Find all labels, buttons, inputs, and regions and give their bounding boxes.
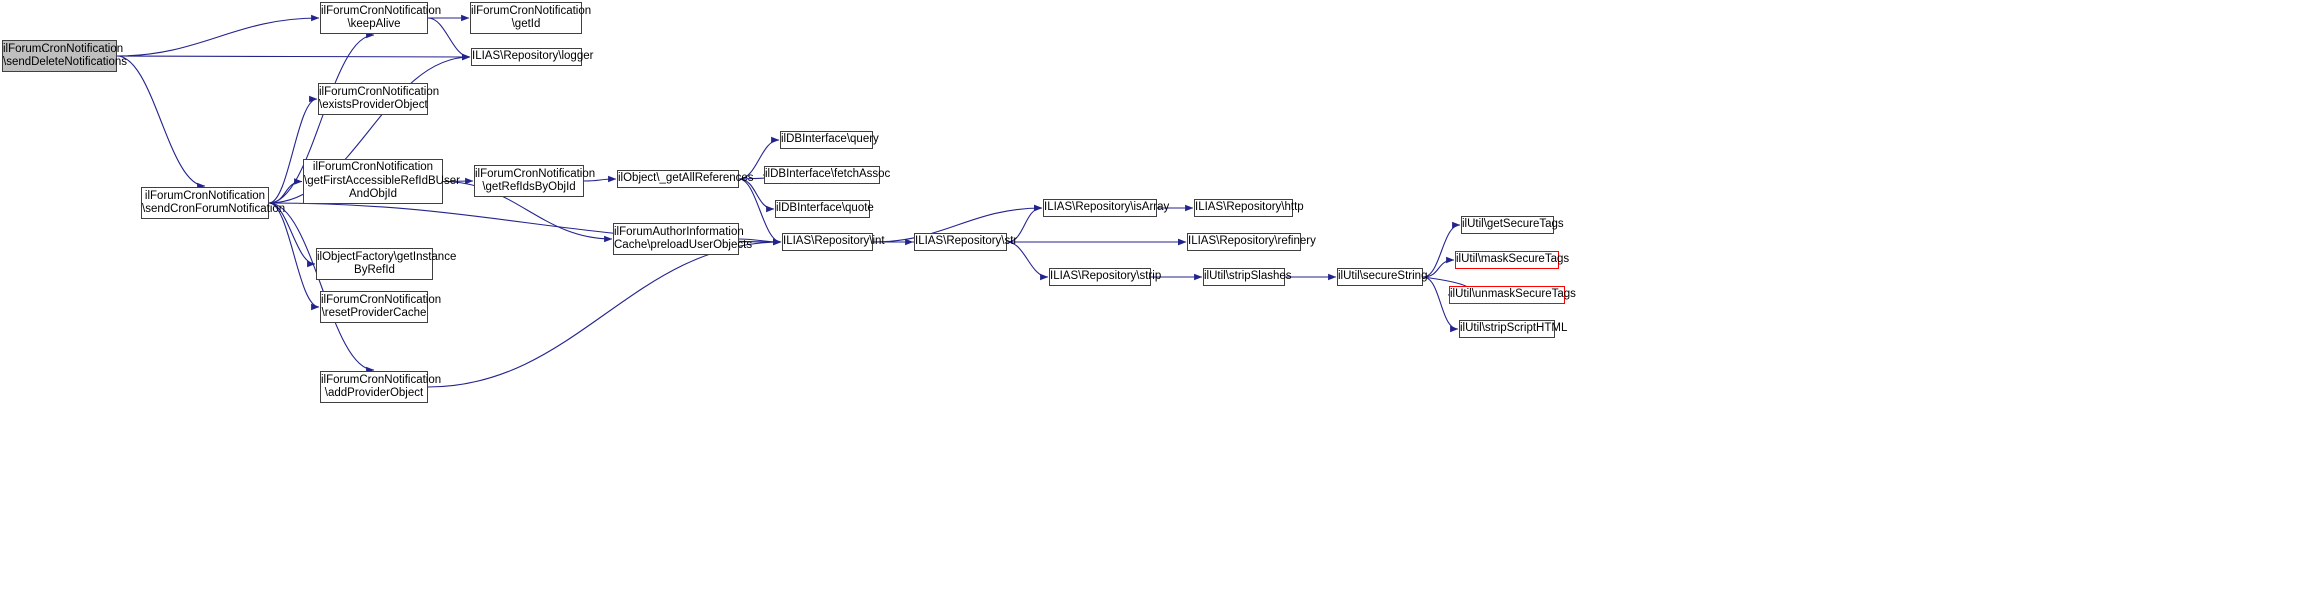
graph-node-int[interactable]: ILIAS\Repository\int bbox=[782, 233, 885, 251]
graph-node-label: ilForumCronNotification \existsProviderO… bbox=[319, 85, 440, 112]
graph-node-sendDeleteNotifications[interactable]: ilForumCronNotification \sendDeleteNotif… bbox=[2, 40, 128, 72]
graph-node-getAllReferences[interactable]: ilObject\_getAllReferences bbox=[617, 170, 754, 188]
graph-node-keepAlive[interactable]: ilForumCronNotification \keepAlive bbox=[320, 2, 442, 34]
graph-edge-getFirstAccessibleRefIdBUserAndObjId-to-preloadUserObjects bbox=[442, 180, 613, 243]
graph-edge-secureString-to-maskSecureTags bbox=[1422, 256, 1455, 278]
graph-edge-sendCronForumNotification-to-resetProviderCache bbox=[268, 202, 320, 311]
graph-edge-int-to-isArray bbox=[872, 204, 1043, 243]
graph-node-label: ilForumCronNotification \getFirstAccessi… bbox=[304, 161, 460, 201]
graph-node-quote[interactable]: ilDBInterface\quote bbox=[775, 200, 874, 218]
graph-node-isArray[interactable]: ILIAS\Repository\isArray bbox=[1043, 199, 1170, 217]
graph-edge-str-to-isArray bbox=[1006, 204, 1043, 243]
graph-edge-sendCronForumNotification-to-existsProviderObject bbox=[268, 95, 318, 204]
graph-node-getFirstAccessibleRefIdBUserAndObjId[interactable]: ilForumCronNotification \getFirstAccessi… bbox=[303, 159, 460, 204]
graph-node-existsProviderObject[interactable]: ilForumCronNotification \existsProviderO… bbox=[318, 83, 440, 115]
graph-node-label: ilForumCronNotification \getRefIdsByObjI… bbox=[475, 167, 596, 194]
graph-node-stripScriptHTML[interactable]: ilUtil\stripScriptHTML bbox=[1459, 320, 1568, 338]
graph-node-query[interactable]: ilDBInterface\query bbox=[780, 131, 879, 149]
graph-node-label: ilForumCronNotification \sendDeleteNotif… bbox=[3, 42, 128, 69]
graph-node-label: ilForumCronNotification \sendCronForumNo… bbox=[142, 189, 286, 216]
graph-node-label: ilUtil\stripSlashes bbox=[1204, 270, 1292, 283]
graph-edge-str-to-strip bbox=[1006, 241, 1049, 281]
graph-edge-sendCronForumNotification-to-keepAlive bbox=[268, 31, 375, 204]
graph-node-label: ilUtil\maskSecureTags bbox=[1456, 253, 1570, 266]
graph-node-str[interactable]: ILIAS\Repository\str bbox=[914, 233, 1018, 251]
graph-node-sendCronForumNotification[interactable]: ilForumCronNotification \sendCronForumNo… bbox=[141, 187, 286, 219]
graph-node-label: ILIAS\Repository\strip bbox=[1050, 270, 1162, 283]
graph-node-strip[interactable]: ILIAS\Repository\strip bbox=[1049, 268, 1162, 286]
graph-edge-addProviderObject-to-int bbox=[427, 238, 782, 388]
graph-node-http[interactable]: ILIAS\Repository\http bbox=[1194, 199, 1304, 217]
graph-node-logger[interactable]: ILIAS\Repository\logger bbox=[471, 48, 594, 66]
graph-node-label: ilUtil\stripScriptHTML bbox=[1460, 322, 1568, 335]
graph-node-fetchAssoc[interactable]: ilDBInterface\fetchAssoc bbox=[764, 166, 891, 184]
graph-node-label: ILIAS\Repository\refinery bbox=[1188, 235, 1316, 248]
graph-node-label: ilUtil\unmaskSecureTags bbox=[1450, 288, 1576, 301]
graph-node-label: ilObject\_getAllReferences bbox=[618, 172, 754, 185]
graph-node-label: ILIAS\Repository\str bbox=[915, 235, 1018, 248]
graph-edge-sendDeleteNotifications-to-sendCronForumNotification bbox=[116, 55, 206, 190]
graph-node-label: ILIAS\Repository\int bbox=[783, 235, 885, 248]
graph-edge-secureString-to-getSecureTags bbox=[1422, 221, 1461, 278]
graph-node-label: ilForumAuthorInformation Cache\preloadUs… bbox=[614, 225, 753, 252]
graph-node-label: ilDBInterface\query bbox=[781, 133, 879, 146]
graph-edge-secureString-to-stripScriptHTML bbox=[1422, 276, 1459, 333]
graph-node-label: ilForumCronNotification \getId bbox=[471, 4, 592, 31]
graph-node-resetProviderCache[interactable]: ilForumCronNotification \resetProviderCa… bbox=[320, 291, 442, 323]
graph-node-refinery[interactable]: ILIAS\Repository\refinery bbox=[1187, 233, 1316, 251]
graph-node-getRefIdsByObjId[interactable]: ilForumCronNotification \getRefIdsByObjI… bbox=[474, 165, 596, 197]
graph-edge-getAllReferences-to-query bbox=[738, 136, 780, 180]
graph-node-getId[interactable]: ilForumCronNotification \getId bbox=[470, 2, 592, 34]
graph-node-addProviderObject[interactable]: ilForumCronNotification \addProviderObje… bbox=[320, 371, 442, 403]
graph-edge-sendCronForumNotification-to-getFirstAccessibleRefIdBUserAndObjId bbox=[268, 178, 303, 204]
graph-node-label: ilObjectFactory\getInstance ByRefId bbox=[317, 250, 457, 277]
graph-edge-sendDeleteNotifications-to-keepAlive bbox=[116, 14, 320, 57]
graph-edge-sendCronForumNotification-to-logger bbox=[268, 53, 471, 204]
graph-edge-keepAlive-to-logger bbox=[427, 17, 471, 61]
graph-node-stripSlashes[interactable]: ilUtil\stripSlashes bbox=[1203, 268, 1292, 286]
graph-node-label: ilForumCronNotification \resetProviderCa… bbox=[321, 293, 442, 320]
graph-node-label: ilDBInterface\fetchAssoc bbox=[765, 168, 891, 181]
graph-node-label: ILIAS\Repository\logger bbox=[472, 50, 594, 63]
graph-node-label: ilForumCronNotification \addProviderObje… bbox=[321, 373, 442, 400]
graph-node-label: ilUtil\getSecureTags bbox=[1462, 218, 1564, 231]
graph-edge-sendCronForumNotification-to-addProviderObject bbox=[268, 202, 375, 374]
graph-node-getInstanceByRefId[interactable]: ilObjectFactory\getInstance ByRefId bbox=[316, 248, 457, 280]
graph-node-getSecureTags[interactable]: ilUtil\getSecureTags bbox=[1461, 216, 1564, 234]
graph-node-unmaskSecureTags[interactable]: ilUtil\unmaskSecureTags bbox=[1449, 286, 1576, 304]
graph-node-label: ilDBInterface\quote bbox=[776, 202, 874, 215]
graph-node-maskSecureTags[interactable]: ilUtil\maskSecureTags bbox=[1455, 251, 1570, 269]
graph-node-label: ILIAS\Repository\http bbox=[1195, 201, 1304, 214]
graph-node-preloadUserObjects[interactable]: ilForumAuthorInformation Cache\preloadUs… bbox=[613, 223, 753, 255]
graph-edge-getRefIdsByObjId-to-getAllReferences bbox=[583, 175, 617, 183]
graph-node-label: ilForumCronNotification \keepAlive bbox=[321, 4, 442, 31]
graph-node-secureString[interactable]: ilUtil\secureString bbox=[1337, 268, 1428, 286]
graph-edge-sendDeleteNotifications-to-logger bbox=[116, 53, 471, 61]
graph-node-label: ILIAS\Repository\isArray bbox=[1044, 201, 1170, 214]
graph-node-label: ilUtil\secureString bbox=[1338, 270, 1428, 283]
